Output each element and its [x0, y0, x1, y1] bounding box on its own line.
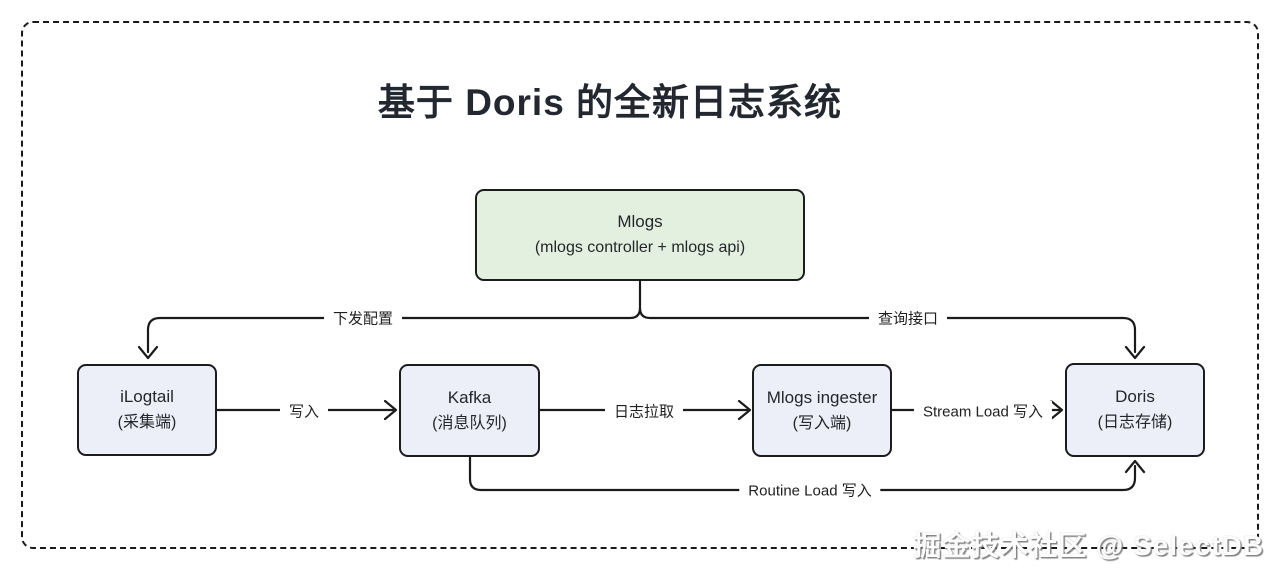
node-ilogtail-name: iLogtail	[120, 387, 174, 406]
node-doris: Doris (日志存储)	[1065, 363, 1205, 457]
node-mlogs: Mlogs (mlogs controller + mlogs api)	[475, 189, 805, 281]
node-mlogs-ingester-subtitle: (写入端)	[792, 414, 852, 432]
arrowhead-right-doris	[1049, 399, 1064, 421]
edge-query-api-line	[638, 306, 1137, 354]
node-mlogs-ingester: Mlogs ingester (写入端)	[752, 364, 892, 457]
arrowhead-right-kafka	[383, 399, 398, 421]
arrowhead-down-doris	[1124, 345, 1146, 360]
arrowhead-down-ilogtail	[137, 345, 159, 360]
edge-label-write: 写入	[279, 400, 329, 422]
node-ilogtail: iLogtail (采集端)	[77, 364, 217, 456]
edge-label-routine-load: Routine Load 写入	[739, 479, 881, 501]
arrowhead-right-ingester	[737, 399, 752, 421]
diagram-title: 基于 Doris 的全新日志系统	[377, 82, 843, 123]
arrowhead-up-doris	[1124, 459, 1146, 474]
node-doris-name: Doris	[1115, 387, 1155, 406]
node-doris-subtitle: (日志存储)	[1097, 414, 1173, 431]
edge-label-dispatch-config: 下发配置	[323, 307, 403, 329]
node-ilogtail-subtitle: (采集端)	[117, 414, 177, 431]
edge-label-log-pull: 日志拉取	[604, 400, 684, 422]
watermark: 掘金技术社区 @ SelectDB	[913, 530, 1264, 561]
node-kafka-name: Kafka	[447, 387, 492, 407]
node-kafka: Kafka (消息队列)	[399, 364, 540, 457]
node-mlogs-ingester-name: Mlogs ingester	[766, 387, 878, 407]
node-mlogs-subtitle: (mlogs controller + mlogs api)	[534, 239, 746, 256]
node-mlogs-name: Mlogs	[617, 212, 663, 231]
edge-label-stream-load: Stream Load 写入	[913, 400, 1053, 422]
node-kafka-subtitle: (消息队列)	[432, 414, 507, 432]
edge-label-query-api: 查询接口	[868, 307, 948, 329]
